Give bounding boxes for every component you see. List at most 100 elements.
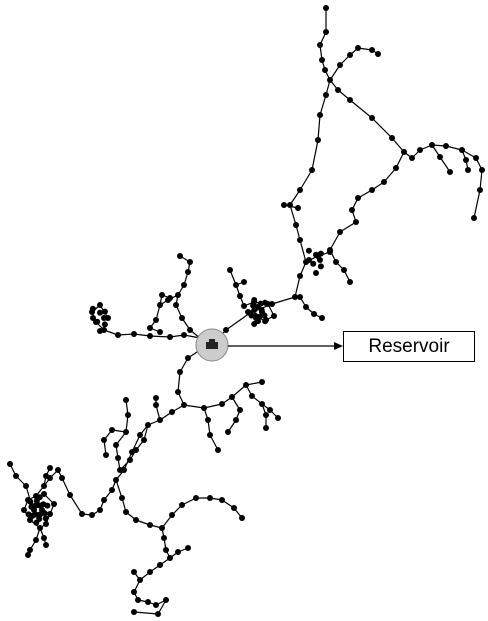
junction-node-icon [349, 207, 355, 213]
junction-node-icon [41, 510, 48, 517]
junction-node-icon [297, 237, 303, 243]
junction-node-icon [447, 169, 453, 175]
junction-node-icon [479, 167, 485, 173]
junction-node-icon [375, 51, 381, 57]
junction-node-icon [305, 247, 312, 254]
junction-node-icon [319, 315, 325, 321]
junction-node-icon [261, 312, 268, 319]
junction-node-icon [42, 515, 49, 522]
junction-node-icon [113, 477, 119, 483]
junction-node-icon [147, 333, 153, 339]
junction-node-icon [465, 167, 471, 173]
junction-node-icon [163, 597, 169, 603]
junction-node-icon [317, 42, 323, 48]
pipe [149, 294, 179, 333]
junction-node-icon [306, 257, 312, 263]
pipe [133, 557, 171, 615]
junction-node-icon [297, 187, 303, 193]
pipe [289, 79, 405, 263]
junction-node-icon [347, 97, 353, 103]
junction-node-icon [43, 473, 49, 479]
junction-node-icon [167, 334, 173, 340]
junction-node-icon [237, 293, 243, 299]
junction-node-icon [443, 143, 449, 149]
junction-node-icon [123, 429, 129, 435]
pipe [103, 429, 127, 456]
junction-node-icon [245, 309, 251, 315]
junction-node-icon [225, 429, 231, 435]
junction-node-icon [147, 325, 153, 331]
junction-node-icon [317, 250, 324, 257]
junction-node-icon [319, 57, 325, 63]
junction-node-icon [335, 87, 341, 93]
junction-node-icon [141, 437, 147, 443]
junction-node-icon [310, 260, 317, 267]
junction-node-icon [437, 154, 443, 160]
junction-node-icon [167, 555, 173, 561]
reservoir-node [195, 328, 229, 362]
junction-node-icon [161, 535, 167, 541]
junction-node-icon [109, 487, 115, 493]
junction-node-icon [259, 379, 265, 385]
junction-node-icon [263, 425, 269, 431]
junction-node-icon [33, 519, 40, 526]
junction-node-icon [117, 467, 123, 473]
junction-node-icon [292, 294, 298, 300]
junction-node-icon [55, 467, 61, 473]
junction-node-icon [153, 402, 159, 408]
junction-node-icon [309, 167, 315, 173]
junction-node-icon [47, 511, 53, 517]
junction-node-icon [243, 382, 249, 388]
pipe [203, 407, 219, 451]
junction-node-icon [327, 247, 333, 253]
junction-node-icon [347, 52, 353, 58]
pipe [9, 463, 59, 529]
junction-node-icon [251, 321, 258, 327]
junction-node-icon [89, 512, 95, 518]
junction-node-icon [37, 525, 43, 531]
junction-node-icon [333, 259, 339, 265]
junction-node-icon [181, 402, 187, 408]
junction-node-icon [47, 465, 53, 471]
junction-node-icon [169, 409, 175, 415]
junction-node-icon [97, 328, 103, 334]
junction-node-icon [322, 67, 328, 73]
junction-node-icon [369, 115, 375, 121]
junction-node-icon [201, 405, 207, 411]
junction-node-icon [317, 257, 323, 263]
junction-node-icon [127, 457, 133, 463]
junction-node-icon [259, 401, 265, 407]
junction-node-icon [25, 511, 32, 518]
junction-node-icon [145, 599, 151, 605]
junction-node-icon [389, 135, 395, 141]
junction-node-icon [271, 313, 277, 319]
junction-node-icon [327, 77, 333, 83]
junction-node-icon [177, 253, 183, 259]
junction-node-icon [205, 417, 211, 423]
pipe [403, 144, 483, 219]
junction-node-icon [459, 147, 465, 153]
junction-node-icon [287, 202, 293, 208]
junction-node-icon [131, 589, 137, 595]
junction-node-icon [169, 512, 175, 518]
pipe [175, 255, 213, 346]
junction-node-icon [262, 318, 269, 325]
junction-node-icon [219, 497, 225, 503]
junction-node-icon [153, 602, 159, 608]
junction-node-icon [97, 507, 103, 513]
junction-node-icon [250, 302, 257, 309]
junction-node-icon [43, 521, 49, 527]
pipe [155, 397, 161, 421]
junction-node-icon [135, 597, 141, 603]
junction-node-icon [187, 259, 193, 265]
junction-node-icon [231, 505, 237, 511]
reservoir-label-box: Reservoir [343, 331, 475, 362]
junction-node-icon [103, 452, 109, 458]
junction-node-icon [137, 432, 143, 438]
junction-node-icon [185, 545, 191, 551]
junction-node-icon [303, 304, 309, 310]
junction-node-icon [33, 537, 39, 543]
junction-node-icon [123, 509, 129, 515]
junction-node-icon [44, 502, 51, 509]
junction-node-icon [258, 307, 265, 313]
